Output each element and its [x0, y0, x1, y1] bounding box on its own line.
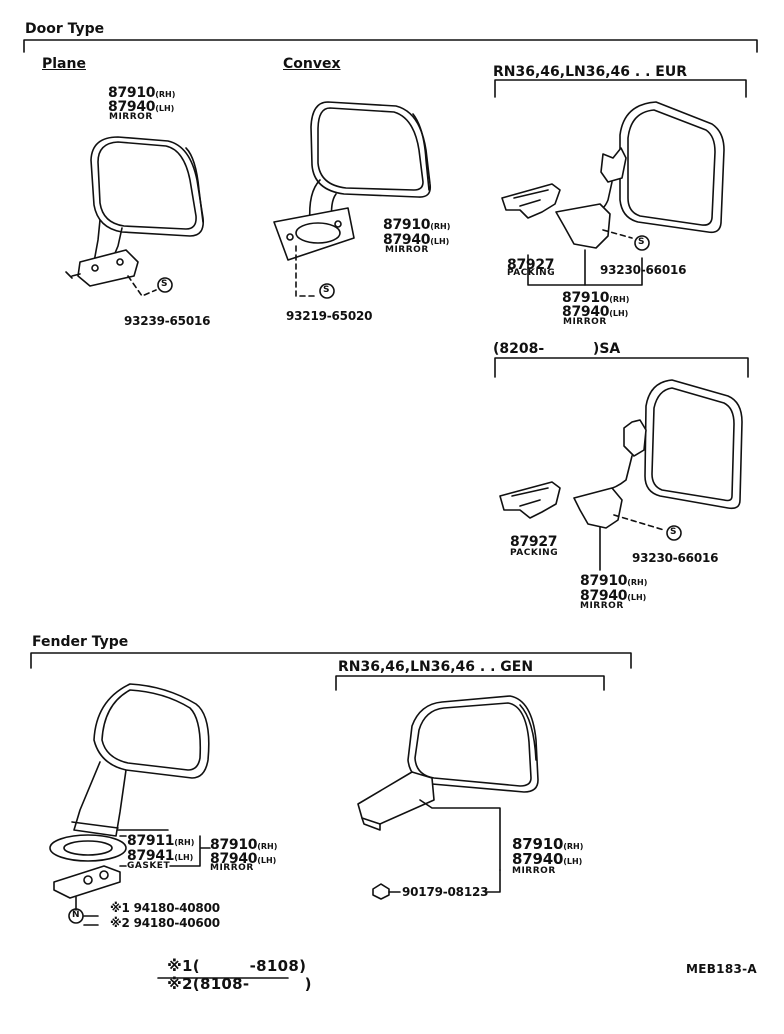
- eur-bracket: [494, 79, 747, 98]
- eur-lh-number: 87940: [562, 304, 610, 320]
- gen-lh-label: 87940(LH): [512, 851, 582, 867]
- sa-screw-number: 93230-66016: [632, 551, 719, 565]
- footnote-2-mark: ※2: [167, 975, 193, 993]
- convex-title: Convex: [283, 56, 341, 72]
- eur-rh-label: 87910(RH): [562, 289, 629, 305]
- eur-header: RN36,46,LN36,46 . . EUR: [493, 64, 687, 80]
- eur-packing-name: PACKING: [507, 268, 556, 278]
- gen-rh-suffix: (RH): [563, 842, 584, 851]
- footnote-1-mark: ※1: [167, 957, 193, 975]
- gasket-name: GASKET: [127, 861, 171, 871]
- plane-rh-label: 87910(RH): [108, 84, 175, 100]
- gasket-rh-label: 87911(RH): [127, 832, 194, 848]
- gen-part-name: MIRROR: [512, 866, 556, 876]
- door-type-bracket: [23, 39, 758, 53]
- fender-lh-label: 87940(LH): [210, 850, 276, 866]
- convex-part-name: MIRROR: [385, 245, 429, 255]
- gasket-lh-number: 87941: [127, 848, 175, 864]
- eur-lh-suffix: (LH): [609, 309, 629, 318]
- footnote-2-text: (8108- ): [192, 975, 312, 993]
- fender-lh-suffix: (LH): [257, 856, 277, 865]
- gasket-rh-suffix: (RH): [174, 838, 195, 847]
- sa-lh-suffix: (LH): [627, 593, 647, 602]
- sa-screw-symbol: S: [670, 527, 677, 537]
- gasket-lh-label: 87941(LH): [127, 847, 193, 863]
- convex-rh-suffix: (RH): [430, 222, 451, 231]
- plane-lh-label: 87940(LH): [108, 98, 174, 114]
- fender-rh-label: 87910(RH): [210, 836, 277, 852]
- eur-packing-number: 87927: [507, 257, 555, 273]
- plane-screw-symbol: S: [161, 279, 168, 289]
- sa-rh-label: 87910(RH): [580, 572, 647, 588]
- gen-lh-number: 87940: [512, 850, 564, 868]
- sa-packing-name: PACKING: [510, 548, 559, 558]
- fender-rh-number: 87910: [210, 837, 258, 853]
- diagram-reference-code: MEB183-A: [686, 962, 758, 976]
- plane-lh-suffix: (LH): [155, 104, 175, 113]
- fender-nut-2: ※2 94180-40600: [110, 916, 220, 930]
- sa-rh-suffix: (RH): [627, 578, 648, 587]
- sa-lh-number: 87940: [580, 588, 628, 604]
- door-type-title: Door Type: [25, 21, 105, 37]
- eur-lh-label: 87940(LH): [562, 303, 628, 319]
- gasket-lh-suffix: (LH): [174, 853, 194, 862]
- footnote-1-text: ( -8108): [192, 957, 307, 975]
- fender-type-bracket: [30, 652, 632, 669]
- sa-packing-number: 87927: [510, 534, 558, 550]
- gen-bracket: [335, 675, 605, 691]
- plane-screw-number: 93239-65016: [124, 314, 211, 328]
- plane-lh-number: 87940: [108, 99, 156, 115]
- fender-type-title: Fender Type: [32, 634, 129, 650]
- fender-rh-suffix: (RH): [257, 842, 278, 851]
- sa-bracket: [494, 357, 749, 378]
- sa-rh-number: 87910: [580, 573, 628, 589]
- convex-lh-label: 87940(LH): [383, 231, 449, 247]
- plane-rh-number: 87910: [108, 85, 156, 101]
- gen-header: RN36,46,LN36,46 . . GEN: [338, 659, 534, 675]
- plane-mirror-drawing: [65, 136, 205, 297]
- eur-screw-symbol: S: [638, 237, 645, 247]
- convex-mirror-drawing: [273, 101, 432, 299]
- fender-mirror-drawing: [49, 683, 211, 926]
- fender-part-name: MIRROR: [210, 863, 254, 873]
- convex-lh-suffix: (LH): [430, 237, 450, 246]
- gen-lh-suffix: (LH): [563, 857, 583, 866]
- gen-nut-number: 90179-08123: [402, 885, 489, 899]
- sa-mirror-drawing: [499, 379, 743, 571]
- plane-title: Plane: [42, 56, 86, 72]
- sa-lh-label: 87940(LH): [580, 587, 646, 603]
- sa-part-name: MIRROR: [580, 601, 624, 611]
- convex-screw-symbol: S: [323, 285, 330, 295]
- eur-part-name: MIRROR: [563, 317, 607, 327]
- convex-rh-number: 87910: [383, 217, 431, 233]
- convex-screw-number: 93219-65020: [286, 309, 373, 323]
- gen-mirror-drawing: [357, 695, 539, 900]
- convex-rh-label: 87910(RH): [383, 216, 450, 232]
- gasket-rh-number: 87911: [127, 833, 175, 849]
- fender-nut-1: ※1 94180-40800: [110, 901, 220, 915]
- fender-nut-symbol: N: [72, 910, 80, 920]
- footnote-2: ※2(8108- ): [157, 960, 312, 992]
- footnote-1: ※1( -8108): [157, 942, 306, 974]
- eur-mirror-drawing: [501, 101, 725, 286]
- plane-rh-suffix: (RH): [155, 90, 176, 99]
- sa-header: (8208- )SA: [493, 341, 621, 357]
- eur-rh-suffix: (RH): [609, 295, 630, 304]
- plane-part-name: MIRROR: [109, 112, 153, 122]
- eur-rh-number: 87910: [562, 290, 610, 306]
- convex-lh-number: 87940: [383, 232, 431, 248]
- fender-lh-number: 87940: [210, 851, 258, 867]
- gen-rh-label: 87910(RH): [512, 836, 583, 852]
- eur-screw-number: 93230-66016: [600, 263, 687, 277]
- gen-rh-number: 87910: [512, 835, 564, 853]
